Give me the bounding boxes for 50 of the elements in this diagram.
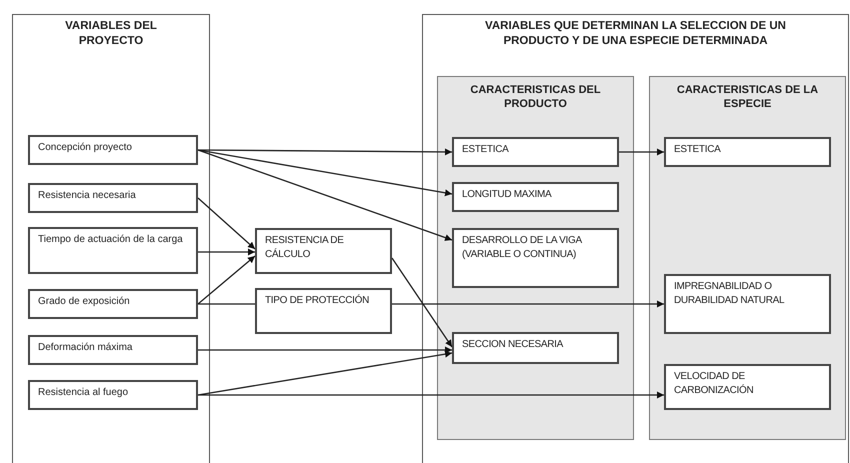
arrow	[198, 149, 452, 196]
arrow	[392, 300, 664, 308]
variable-box	[28, 227, 198, 274]
variable-box	[255, 228, 392, 274]
box-label: Tiempo de actuación de la carga	[38, 233, 184, 247]
arrow	[198, 148, 452, 156]
box-label: DESARROLLO DE LA VIGA (VARIABLE O CONTINUA)	[462, 234, 583, 262]
arrow	[391, 258, 453, 348]
box-label: ESTETICA	[674, 143, 722, 157]
box-label: LONGITUD MAXIMA	[462, 188, 552, 202]
variable-box	[664, 364, 831, 410]
box-label: TIPO DE PROTECCIÓN	[265, 294, 370, 308]
arrow	[198, 350, 452, 396]
box-label: RESISTENCIA DE CÁLCULO	[265, 234, 345, 262]
arrow	[619, 148, 664, 156]
variable-box	[28, 183, 198, 213]
arrow	[198, 248, 255, 256]
box-label: Resistencia necesaria	[38, 189, 137, 203]
arrow	[198, 149, 452, 241]
variable-box	[452, 228, 619, 288]
box-label: Resistencia al fuego	[38, 386, 130, 400]
variable-box	[664, 137, 831, 167]
panel	[422, 14, 849, 463]
arrow	[198, 256, 256, 304]
box-label: Deformación máxima	[38, 341, 134, 355]
panel-title: VARIABLES QUE DETERMINAN LA SELECCION DE UN PRODUCTO Y DE UNA ESPECIE DETERMINADA	[484, 19, 787, 49]
variable-box	[28, 335, 198, 365]
box-label: Grado de exposición	[38, 295, 131, 309]
variable-box	[28, 135, 198, 165]
variable-box	[255, 288, 392, 334]
variable-box	[452, 182, 619, 212]
variable-box	[664, 274, 831, 334]
variable-box	[28, 380, 198, 410]
arrow	[198, 392, 664, 398]
box-label: IMPREGNABILIDAD O DURABILIDAD NATURAL	[674, 280, 786, 308]
variable-box	[452, 137, 619, 167]
box-label: ESTETICA	[462, 143, 510, 157]
arrow	[198, 346, 452, 354]
panel	[12, 14, 210, 463]
group-panel	[649, 76, 846, 440]
box-label: VELOCIDAD DE CARBONIZACIÓN	[674, 370, 754, 398]
box-label: SECCION NECESARIA	[462, 338, 564, 352]
box-label: Concepción proyecto	[38, 141, 133, 155]
panel-title: VARIABLES DEL PROYECTO	[64, 19, 158, 49]
group-panel	[437, 76, 634, 440]
variable-box	[28, 289, 198, 319]
panel-title: CARACTERISTICAS DE LA ESPECIE	[676, 83, 820, 111]
arrow	[198, 198, 256, 250]
panel-title: CARACTERISTICAS DEL PRODUCTO	[469, 83, 602, 111]
variable-box	[452, 332, 619, 364]
